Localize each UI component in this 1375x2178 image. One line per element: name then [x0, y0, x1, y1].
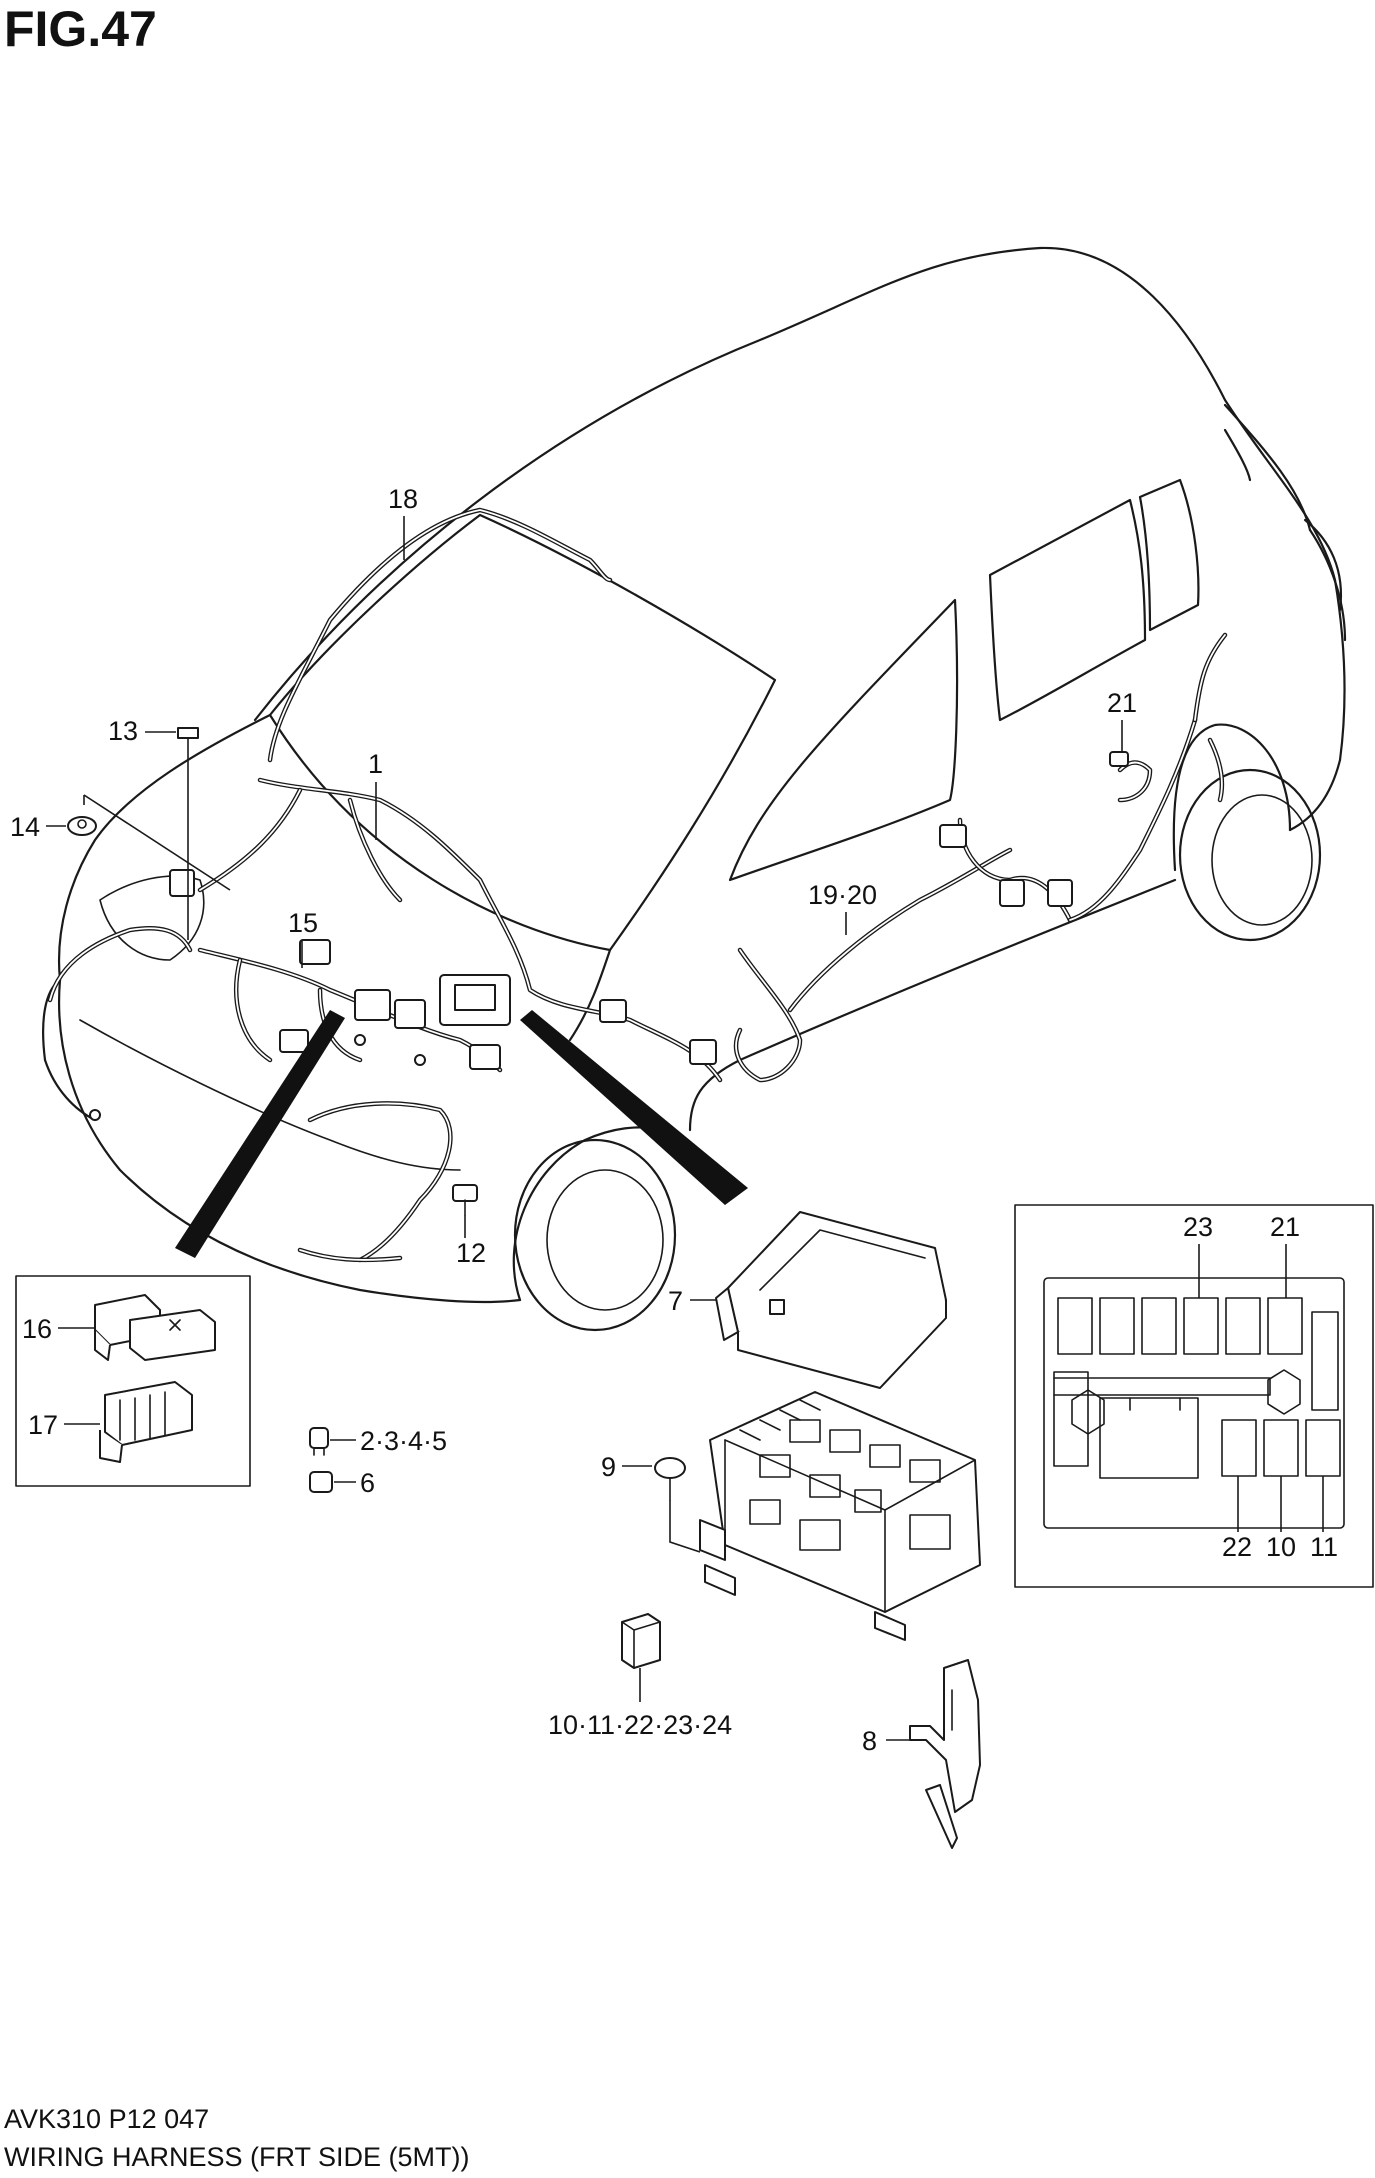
harness-floor-19-20 — [733, 632, 1228, 1083]
callout-12-label: 12 — [456, 1238, 486, 1268]
callout-1: 1 — [368, 749, 383, 840]
callout-17-label: 17 — [28, 1410, 58, 1440]
fuse-box-cover-7: 7 — [668, 1211, 947, 1389]
bolt-9: 9 — [601, 1452, 701, 1553]
callout-6-label: 6 — [360, 1468, 375, 1498]
fuse-box-body — [699, 1391, 981, 1641]
figure-title: FIG.47 — [4, 1, 157, 57]
callout-9-label: 9 — [601, 1452, 616, 1482]
harness-front-lower — [47, 925, 453, 1263]
fuse-layout-21-label: 21 — [1270, 1212, 1300, 1242]
callout-7-label: 7 — [668, 1286, 683, 1316]
callout-21-car-label: 21 — [1107, 688, 1137, 718]
relay-part: 10·11·22·23·24 — [548, 1613, 732, 1740]
harness-roof-18 — [267, 507, 613, 763]
callout-10-24-label: 10·11·22·23·24 — [548, 1710, 732, 1740]
footer-caption: WIRING HARNESS (FRT SIDE (5MT)) — [4, 2142, 470, 2172]
callout-21-car: 21 — [1107, 688, 1137, 752]
fuse-layout-22-label: 22 — [1222, 1532, 1252, 1562]
callout-1-label: 1 — [368, 749, 383, 779]
fuse-layout-23-label: 23 — [1183, 1212, 1213, 1242]
footer-code: AVK310 P12 047 — [4, 2104, 209, 2134]
fuse-parts-2-6: 2·3·4·5 6 — [309, 1426, 447, 1498]
engine-room-components — [67, 727, 1129, 1216]
callout-16-label: 16 — [22, 1314, 52, 1344]
callout-18-label: 18 — [388, 484, 418, 514]
car-body — [42, 246, 1347, 1332]
callout-2-5-label: 2·3·4·5 — [360, 1426, 447, 1456]
callout-18: 18 — [388, 484, 418, 560]
fuse-layout-10-label: 10 — [1266, 1532, 1296, 1562]
callout-19-20-label: 19·20 — [808, 880, 877, 910]
callout-15-label: 15 — [288, 908, 318, 938]
callout-13: 13 — [108, 716, 189, 940]
callout-19-20: 19·20 — [808, 880, 877, 935]
zoom-arrows — [175, 1010, 748, 1258]
fuse-layout-11-label: 11 — [1310, 1532, 1338, 1562]
harness-rear-21 — [1117, 760, 1153, 803]
callout-13-label: 13 — [108, 716, 138, 746]
callout-14-label: 14 — [10, 812, 40, 842]
inset-relay-box: 16 17 — [15, 1275, 251, 1487]
inset-fuse-layout: 23 21 22 10 11 — [1014, 1204, 1374, 1588]
harness-main-1 — [197, 777, 723, 1083]
callout-15: 15 — [288, 908, 318, 968]
callout-8-label: 8 — [862, 1726, 877, 1756]
bracket-8: 8 — [862, 1659, 981, 1849]
callout-12: 12 — [456, 1215, 486, 1268]
callout-14: 14 — [10, 794, 231, 891]
